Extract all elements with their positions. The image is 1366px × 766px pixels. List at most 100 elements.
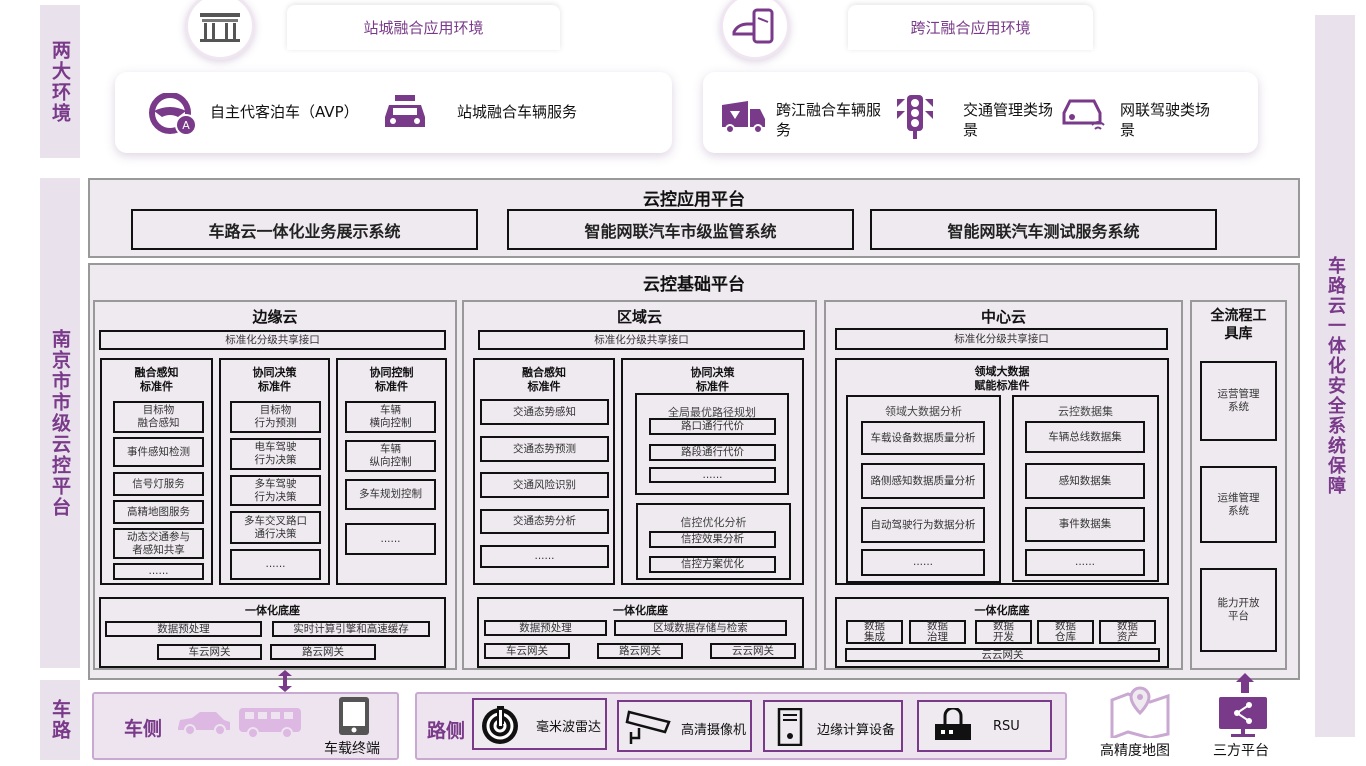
device-rsu: RSU xyxy=(917,700,1052,752)
edge-base-item: 车云网关 xyxy=(157,644,262,660)
truck-icon xyxy=(720,97,766,139)
column-title: 协同决策 标准件 xyxy=(252,366,297,393)
env-item-traffic-mgmt: 交通管理类场景 xyxy=(963,101,1054,139)
edge-control-item: ...... xyxy=(345,523,436,555)
dataset-item: 感知数据集 xyxy=(1025,463,1145,499)
env-item-connected-driving: 网联驾驶类场景 xyxy=(1120,101,1211,139)
edge-decision-item: 多车交叉路口 通行决策 xyxy=(230,511,321,544)
device-label: 高清摄像机 xyxy=(681,723,747,738)
signal-item: 信控方案优化 xyxy=(649,556,776,573)
edge-base-item: 实时计算引擎和高速缓存 xyxy=(272,621,430,637)
region-base-item: 路云网关 xyxy=(597,643,683,659)
svg-text:A: A xyxy=(182,119,190,132)
center-base-item: 数据 仓库 xyxy=(1037,620,1094,644)
edge-decision-item: 电车驾驶 行为决策 xyxy=(230,438,321,470)
analysis-item: 车载设备数据质量分析 xyxy=(861,421,985,455)
column-title: 协同控制 标准件 xyxy=(369,366,414,393)
label-city-platform: 南京市市级云控平台 xyxy=(40,178,80,668)
column-title: 协同决策 标准件 xyxy=(690,366,735,393)
dataset-item: ...... xyxy=(1025,549,1145,576)
region-perception-item: 交通态势感知 xyxy=(480,399,609,425)
group-title: 信控优化分析 xyxy=(680,516,747,529)
toolkit-item[interactable]: 能力开放 平台 xyxy=(1200,568,1277,652)
label-vehicle-road: 车路 xyxy=(40,680,80,760)
hd-map-label: 高精度地图 xyxy=(1100,743,1170,759)
label-security-guarantee: 车路云一体化安全系统保障 xyxy=(1315,15,1355,737)
system-test-service[interactable]: 智能网联汽车测试服务系统 xyxy=(870,209,1217,250)
base-title: 一体化底座 xyxy=(245,604,300,617)
route-item: 路口通行代价 xyxy=(649,418,776,435)
map-icon xyxy=(1110,686,1170,738)
edge-base-item: 路云网关 xyxy=(270,644,376,660)
column-title: 领域大数据 赋能标准件 xyxy=(974,365,1030,392)
region-perception-item: 交通态势预测 xyxy=(480,436,609,462)
radar-icon xyxy=(482,706,518,744)
app-platform-title: 云控应用平台 xyxy=(643,190,745,210)
group-title: 全局最优路径规划 xyxy=(668,406,756,419)
base-platform-title: 云控基础平台 xyxy=(643,275,745,295)
system-business-display[interactable]: 车路云一体化业务展示系统 xyxy=(131,209,478,250)
env-item-avp: 自主代客泊车（AVP） xyxy=(210,103,359,121)
vehicle-terminal-label: 车载终端 xyxy=(324,741,380,757)
connected-car-icon xyxy=(1060,97,1108,139)
edge-perception-item: 信号灯服务 xyxy=(113,472,204,496)
car-icon xyxy=(178,712,230,736)
region-cloud-title: 区域云 xyxy=(616,308,662,326)
center-cloud-title: 中心云 xyxy=(980,308,1026,326)
edge-perception-item: 目标物 融合感知 xyxy=(113,401,204,433)
edge-decision-column: 协同决策 标准件 xyxy=(219,358,330,585)
edge-decision-item: 目标物 行为预测 xyxy=(230,401,321,433)
dataset-item: 车辆总线数据集 xyxy=(1025,421,1145,453)
share-platform-icon xyxy=(1219,697,1267,737)
system-city-supervision[interactable]: 智能网联汽车市级监管系统 xyxy=(507,209,854,250)
label-two-environments: 两大环境 xyxy=(40,5,80,158)
center-interface: 标准化分级共享接口 xyxy=(835,328,1168,350)
edge-perception-item: ...... xyxy=(113,563,204,580)
route-item: 路段通行代价 xyxy=(649,444,776,461)
region-perception-item: 交通风险识别 xyxy=(480,472,609,498)
edge-control-item: 车辆 横向控制 xyxy=(345,401,436,433)
base-title: 一体化底座 xyxy=(974,604,1030,617)
base-title: 一体化底座 xyxy=(613,604,668,617)
center-base-item: 数据 开发 xyxy=(975,620,1032,644)
vehicle-side: 车侧 车载终端 xyxy=(92,692,399,760)
region-base-item: 数据预处理 xyxy=(484,620,607,636)
center-base-item: 数据 治理 xyxy=(909,620,966,644)
tab-station-city-env[interactable]: 站城融合应用环境 xyxy=(287,5,560,50)
toolkit-item[interactable]: 运维管理 系统 xyxy=(1200,466,1277,543)
edge-decision-item: 多车驾驶 行为决策 xyxy=(230,475,321,506)
region-perception-item: 交通态势分析 xyxy=(480,509,609,534)
edge-perception-item: 动态交通参与 者感知共享 xyxy=(113,528,204,559)
analysis-item: ...... xyxy=(861,549,985,576)
router-lock-icon xyxy=(935,708,971,740)
cross-river-card xyxy=(703,72,1258,153)
region-interface: 标准化分级共享接口 xyxy=(478,330,805,350)
phone-car-icon xyxy=(720,0,790,60)
toolkit-title: 全流程工 具库 xyxy=(1210,308,1267,342)
edge-perception-item: 事件感知检测 xyxy=(113,437,204,467)
toolkit-item[interactable]: 运营管理 系统 xyxy=(1200,361,1277,441)
device-edge-computing: 边缘计算设备 xyxy=(763,700,903,752)
group-title: 云控数据集 xyxy=(1058,405,1113,418)
car-front-icon xyxy=(383,95,427,135)
signal-item: 信控效果分析 xyxy=(649,531,776,548)
edge-perception-item: 高精地图服务 xyxy=(113,500,204,524)
edge-control-item: 车辆 纵向控制 xyxy=(345,440,436,472)
center-base-item: 数据 资产 xyxy=(1099,620,1156,644)
server-icon xyxy=(777,708,803,746)
edge-interface: 标准化分级共享接口 xyxy=(99,330,446,350)
route-item: ...... xyxy=(649,467,776,483)
camera-icon xyxy=(625,710,671,744)
region-base-item: 云云网关 xyxy=(710,643,796,659)
device-label: 边缘计算设备 xyxy=(817,723,896,738)
vehicle-side-title: 车侧 xyxy=(124,718,163,740)
tab-cross-river-env[interactable]: 跨江融合应用环境 xyxy=(848,5,1093,50)
dataset-item: 事件数据集 xyxy=(1025,507,1145,542)
center-gateway: 云云网关 xyxy=(845,648,1160,662)
device-camera: 高清摄像机 xyxy=(617,700,752,752)
edge-cloud-title: 边缘云 xyxy=(252,308,298,326)
edge-decision-item: ...... xyxy=(230,549,321,580)
device-label: 毫米波雷达 xyxy=(536,720,602,735)
edge-base-item: 数据预处理 xyxy=(105,621,262,637)
analysis-item: 路侧感知数据质量分析 xyxy=(861,463,985,499)
